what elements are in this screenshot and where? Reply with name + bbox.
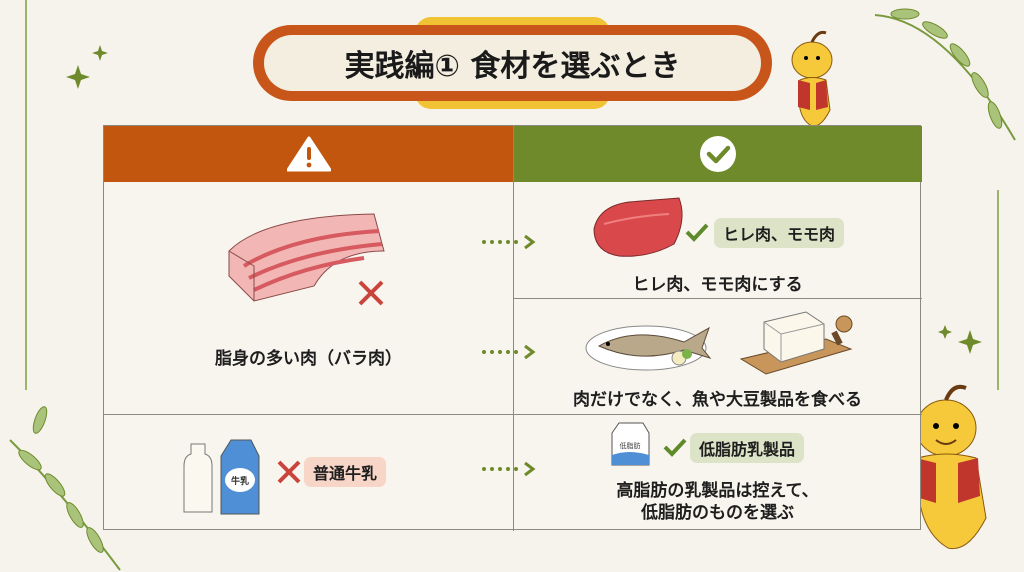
low-fat-milk-carton-icon: 低脂肪 [611, 422, 650, 466]
carton-label: 牛乳 [231, 475, 249, 487]
comparison-table: 脂身の多い肉（バラ肉） 牛乳 普通牛乳 ヒレ肉、モモ肉 ヒレ肉、モモ肉にする 肉… [103, 125, 922, 531]
decor-line [997, 190, 999, 390]
genie-mascot-icon [791, 30, 833, 127]
check-circle-icon [699, 136, 736, 172]
carton-label: 低脂肪 [620, 441, 641, 450]
bad-item-caption: 脂身の多い肉（バラ肉） [215, 349, 402, 369]
warning-icon [286, 136, 331, 172]
tofu-on-board-icon [739, 311, 853, 375]
recommended-column-header [513, 126, 922, 182]
bad-item-tag: 普通牛乳 [304, 457, 387, 487]
grilled-fish-icon [585, 325, 712, 371]
row-divider [104, 414, 922, 415]
leaf-branch-icon [874, 8, 1016, 141]
pork-belly-icon [228, 213, 385, 302]
leaf-branch-icon [9, 406, 121, 571]
check-mark-icon [685, 223, 709, 242]
x-mark-icon [277, 460, 301, 484]
arrow-icon [482, 233, 536, 251]
good-item-tag: 低脂肪乳製品 [690, 433, 805, 463]
x-mark-icon [358, 280, 384, 306]
row-divider [513, 298, 922, 299]
lean-meat-icon [593, 197, 683, 257]
decor-line [25, 0, 27, 390]
good-item-caption: ヒレ肉、モモ肉にする [632, 275, 803, 295]
page-title: 実践編① 食材を選ぶとき [264, 35, 761, 91]
arrow-icon [482, 343, 536, 361]
avoid-column-header [104, 126, 513, 182]
sparkle-icon [66, 45, 108, 89]
milk-bottle-and-carton-icon: 牛乳 [183, 439, 260, 515]
genie-mascot-icon [887, 384, 987, 550]
sparkle-icon [938, 325, 982, 354]
good-item-tag: ヒレ肉、モモ肉 [714, 218, 845, 248]
column-divider [513, 126, 514, 531]
check-mark-icon [663, 438, 687, 457]
good-item-caption: 肉だけでなく、魚や大豆製品を食べる [573, 390, 862, 410]
arrow-icon [482, 460, 536, 478]
good-item-caption-line1: 高脂肪の乳製品は控えて、 [616, 481, 819, 501]
good-item-caption-line2: 低脂肪のものを選ぶ [641, 503, 794, 523]
